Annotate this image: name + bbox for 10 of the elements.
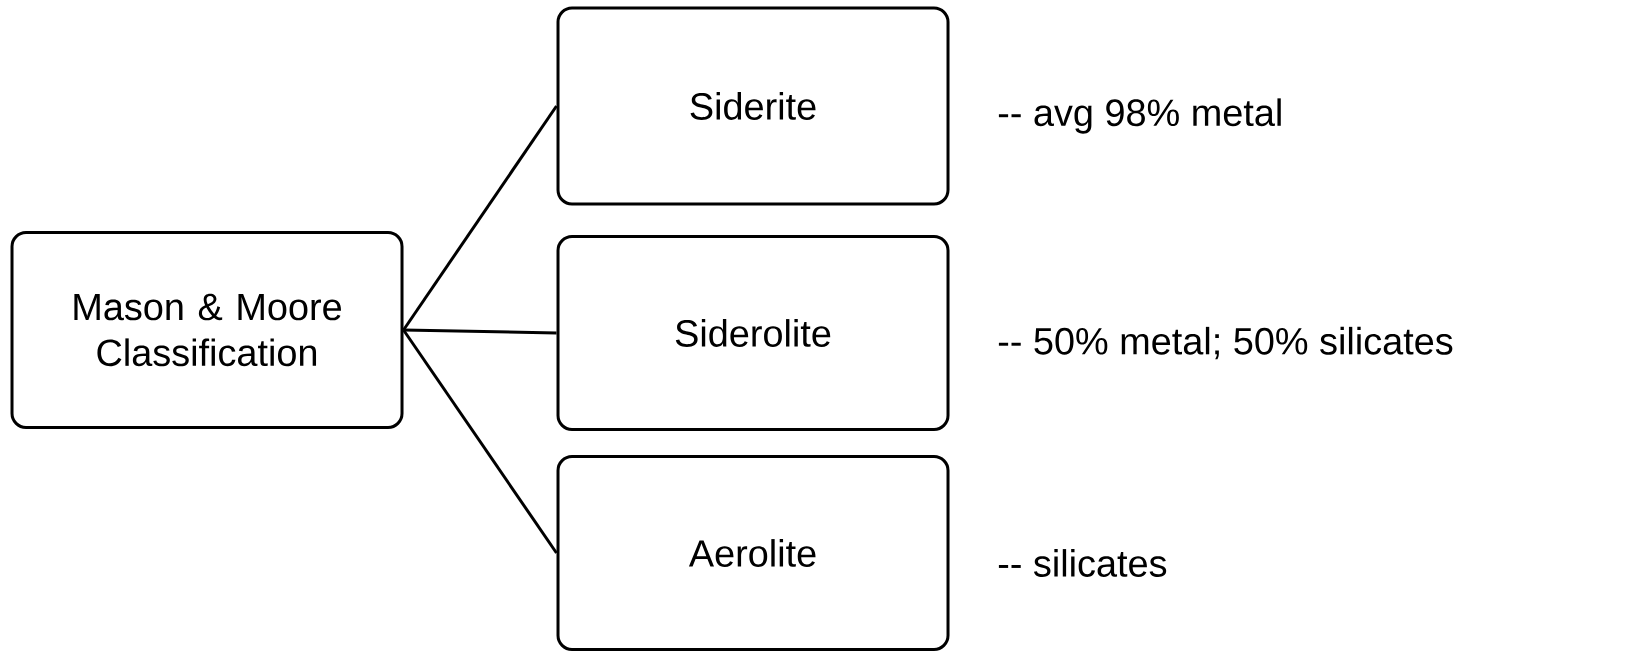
connector-line: [403, 328, 557, 335]
connector-line: [402, 105, 558, 331]
process-box: Aerolite: [556, 455, 950, 651]
side-note: -- 50% metal; 50% silicates: [998, 326, 1453, 360]
process-box: Mason & Moore Classification: [10, 231, 404, 429]
connector-line: [402, 329, 558, 554]
side-note: -- silicates: [998, 549, 1167, 577]
side-note: -- avg 98% metal: [998, 98, 1281, 134]
process-box: Siderolite: [556, 235, 950, 431]
process-box: Siderite: [556, 6, 950, 206]
